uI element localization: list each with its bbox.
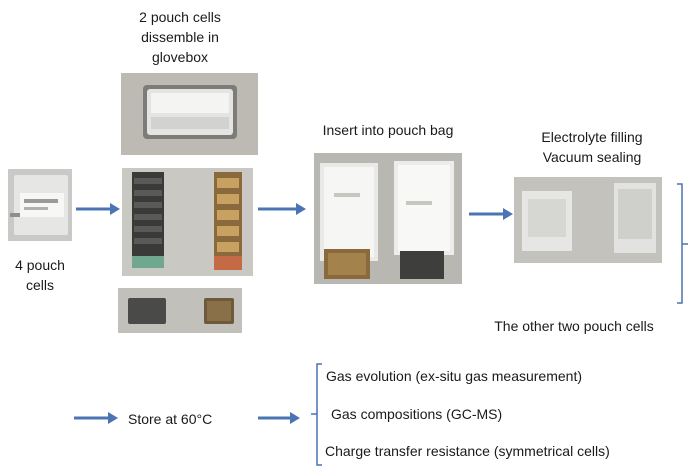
four-pouch-cells-photo-art	[8, 169, 72, 241]
disassemble-label-line-3: glovebox	[151, 49, 209, 65]
pouch-cell-photo	[121, 73, 258, 155]
electrode-stacks-photo-art	[122, 168, 253, 276]
pouch-cell-photo-art	[121, 73, 258, 155]
outcome-gas-compositions: Gas compositions (GC-MS)	[331, 406, 503, 422]
single-electrodes-photo-art	[118, 288, 242, 333]
arrow-to-disassembly	[76, 203, 120, 215]
arrow-to-insert	[258, 203, 306, 215]
arrow-to-store	[74, 412, 118, 424]
sealed-pouches-photo	[514, 177, 662, 263]
four-pouch-cells-label: 4 pouch cells	[2, 255, 78, 295]
four-pouch-cells-label-line-2: cells	[25, 277, 54, 293]
arrow-to-measurements	[258, 412, 300, 424]
store-label: Store at 60°C	[128, 411, 213, 427]
four-pouch-cells-label-line-1: 4 pouch	[15, 257, 65, 273]
filling-label: Electrolyte filling Vacuum sealing	[512, 127, 672, 167]
pouch-bag-photo	[314, 153, 462, 284]
sealed-pouches-photo-art	[514, 177, 662, 263]
right-bracket	[677, 183, 688, 304]
other-two-label: The other two pouch cells	[494, 318, 654, 334]
insert-label: Insert into pouch bag	[322, 122, 454, 138]
electrode-stacks-photo	[122, 168, 253, 276]
disassemble-label: 2 pouch cells dissemble in glovebox	[120, 7, 240, 67]
arrow-to-filling	[469, 208, 513, 220]
outcome-charge-transfer: Charge transfer resistance (symmetrical …	[325, 443, 610, 459]
four-pouch-cells-photo	[8, 169, 72, 241]
outcome-gas-evolution: Gas evolution (ex-situ gas measurement)	[326, 368, 582, 384]
filling-label-line-1: Electrolyte filling	[541, 129, 643, 145]
filling-label-line-2: Vacuum sealing	[542, 149, 642, 165]
disassemble-label-line-1: 2 pouch cells	[139, 9, 221, 25]
left-bracket	[311, 363, 322, 466]
pouch-bag-photo-art	[314, 153, 462, 284]
single-electrodes-photo	[118, 288, 242, 333]
disassemble-label-line-2: dissemble in	[141, 29, 219, 45]
